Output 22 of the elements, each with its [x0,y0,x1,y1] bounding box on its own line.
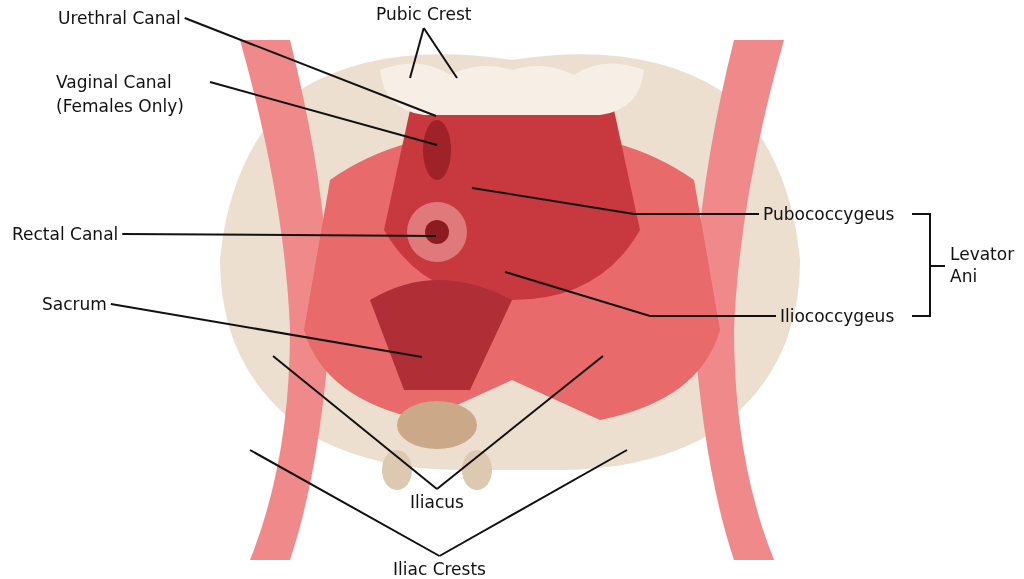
part-label: Iliococcygeus [780,304,895,328]
leader-line [121,233,437,237]
part-label: Iliac Crests [393,557,486,579]
leader-line [471,187,760,215]
part-label: Sacrum [42,292,107,316]
leader-line [435,355,604,490]
leader-line [183,17,437,117]
leader-line [272,355,438,490]
group-label: Levator Ani [950,243,1016,287]
leader-line [409,27,425,79]
leader-line [438,449,628,557]
part-label: Vaginal Canal (Females Only) [56,70,206,118]
leader-line [209,81,438,146]
leader-line [422,27,458,79]
leader-line [109,303,423,358]
part-label: Pubococcygeus [763,202,895,226]
part-label: Iliacus [410,490,464,514]
leader-line [249,449,441,557]
part-label: Urethral Canal [58,6,181,30]
part-label: Pubic Crest [376,2,472,26]
part-label: Rectal Canal [12,222,119,246]
leader-line [504,271,777,317]
